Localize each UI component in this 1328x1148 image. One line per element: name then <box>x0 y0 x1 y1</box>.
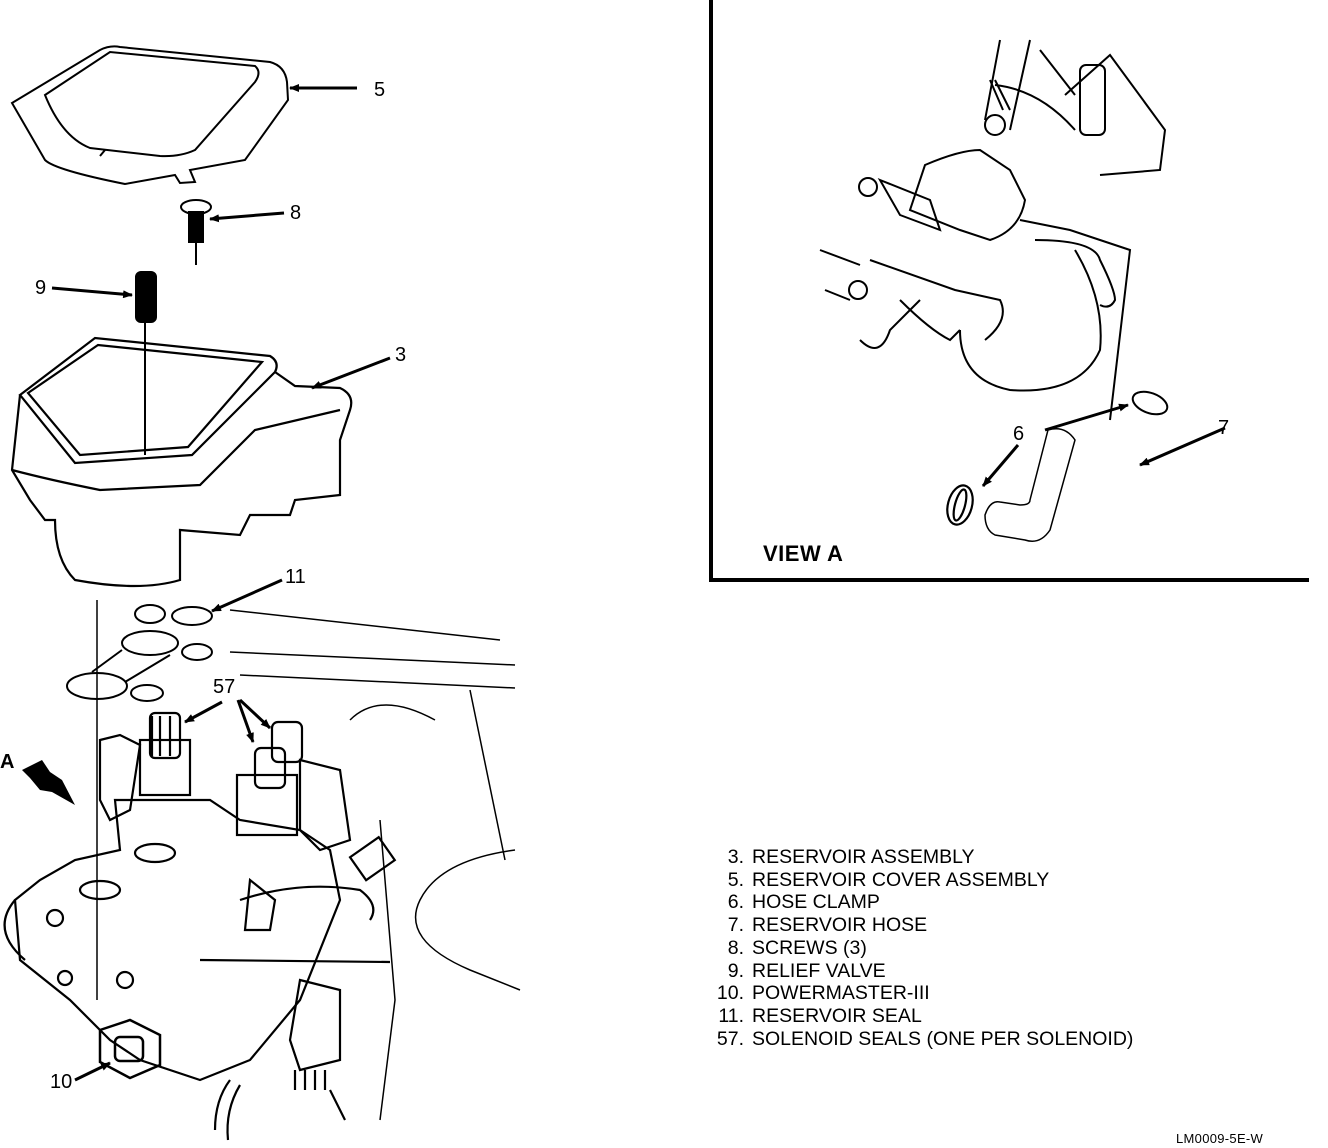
legend-item: 57.SOLENOID SEALS (ONE PER SOLENOID) <box>716 1027 1134 1050</box>
direction-marker-a: A <box>0 751 15 773</box>
view-a-hose-clamp-lower <box>946 484 974 526</box>
callout-6: 6 <box>1013 423 1025 445</box>
legend-item: 9.RELIEF VALVE <box>727 959 886 982</box>
legend-item: 3.RESERVOIR ASSEMBLY <box>727 846 975 868</box>
parts-legend: 3.RESERVOIR ASSEMBLY 5.RESERVOIR COVER A… <box>706 846 1134 1050</box>
legend-item: 5.RESERVOIR COVER ASSEMBLY <box>727 868 1050 891</box>
powermaster-iii <box>3 711 397 1141</box>
view-a-reservoir-hose <box>984 428 1076 542</box>
view-a-direction-arrow <box>22 760 75 805</box>
legend-item: 7.RESERVOIR HOSE <box>727 914 928 937</box>
legend-item: 10.POWERMASTER-III <box>716 982 930 1005</box>
callout-11: 11 <box>285 566 306 588</box>
callout-9: 9 <box>35 277 47 299</box>
relief-valve <box>135 271 157 455</box>
figure-code: LM0009-5E-W <box>1176 1131 1264 1146</box>
view-a-frame <box>709 0 1309 582</box>
callout-10: 10 <box>50 1071 73 1093</box>
view-a-label: VIEW A <box>763 541 844 566</box>
screw <box>180 199 212 265</box>
callout-8: 8 <box>290 202 302 224</box>
view-a-drawing <box>819 39 1167 421</box>
callout-3: 3 <box>395 344 407 366</box>
legend-item: 11.RESERVOIR SEAL <box>718 1004 922 1027</box>
reservoir-seal <box>66 604 213 702</box>
reservoir-cover-assembly <box>10 45 290 186</box>
mounting-nut <box>98 1018 162 1080</box>
legend-item: 6.HOSE CLAMP <box>727 891 880 914</box>
legend-item: 8.SCREWS (3) <box>727 936 867 959</box>
callout-7: 7 <box>1218 417 1230 439</box>
reservoir-assembly <box>10 336 353 588</box>
callout-57: 57 <box>213 676 236 698</box>
chassis-outline <box>96 600 521 1121</box>
view-a-hose-clamp-upper <box>1131 390 1169 416</box>
callout-5: 5 <box>374 79 386 101</box>
